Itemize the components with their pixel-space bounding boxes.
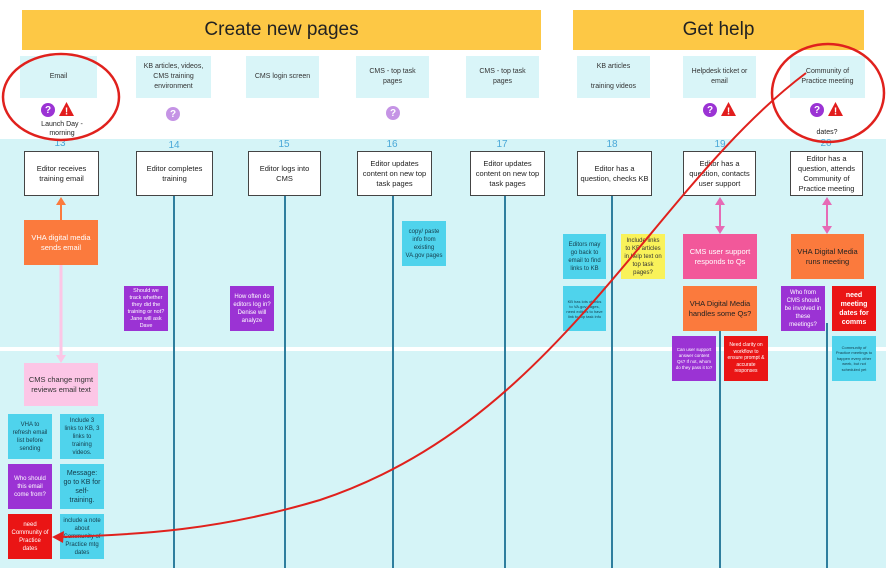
svg-text:!: ! [727,107,730,118]
sticky-need-clarity: Need clarity on workflow to ensure promp… [724,336,768,381]
svg-text:!: ! [834,107,837,118]
sticky-cms-change-mgmt: CMS change mgmt reviews email text [24,363,98,406]
step-number: 14 [168,140,180,151]
sticky-who-sends-email: Who should this email come from? [8,464,52,509]
step-editor-updates-content-1: Editor updates content on new top task p… [357,151,432,196]
step-editor-receives-email: Editor receives training email [24,151,99,196]
step-number: 18 [606,139,618,150]
step-number: 16 [386,139,398,150]
lane-line [611,196,613,568]
touchpoint-helpdesk: Helpdesk ticket or email [683,56,756,98]
sticky-copy-paste: copy/ paste info from existing VA.gov pa… [402,221,446,266]
step-number: 15 [278,139,290,150]
step-editor-contacts-support: Editor has a question, contacts user sup… [683,151,756,196]
arrowhead [715,226,725,234]
arrowhead [56,197,66,205]
sticky-message-kb: Message: go to KB for self-training. [60,464,104,509]
step-number: 20 [820,138,832,149]
step-number: 13 [54,138,66,149]
sticky-need-meeting-dates: need meeting dates for comms [832,286,876,331]
step-number: 19 [714,139,726,150]
annotation-circle-community [770,42,886,144]
warning-icon: ! [59,102,74,118]
sticky-user-support-question: Can user support answer content Qs? If n… [672,336,716,381]
header-create-new-pages: Create new pages [22,10,541,50]
step-editor-logs-in: Editor logs into CMS [248,151,321,196]
sticky-who-from-cms: Who from CMS should be involved in these… [781,286,825,331]
sticky-editors-email: Editors may go back to email to find lin… [563,234,606,279]
touchpoint-cms-top-task-2: CMS - top task pages [466,56,539,98]
sticky-vha-sends-email: VHA digital media sends email [24,220,98,265]
step-editor-checks-kb: Editor has a question, checks KB [577,151,652,196]
sticky-editors-log-in: How often do editors log in? Denise will… [230,286,274,331]
sticky-vha-refresh-list: VHA to refresh email list before sending [8,414,52,459]
lane-line [719,323,721,568]
sticky-track-training: Should we track whether they did the tra… [124,286,168,331]
sticky-include-links: Include 3 links to KB, 3 links to traini… [60,414,104,459]
sticky-cop-meetings: Community of Practice meetings to happen… [832,336,876,381]
question-icon: ? [810,103,824,117]
step-editor-updates-content-2: Editor updates content on new top task p… [470,151,545,196]
annotation-arrow [57,72,807,538]
step-editor-completes-training: Editor completes training [136,151,213,196]
question-icon: ? [41,103,55,117]
svg-text:!: ! [65,107,68,118]
arrowhead [822,226,832,234]
sticky-include-kb-help: Include links to KB articles in help tex… [621,234,665,279]
annotation-circle-email [1,52,121,142]
arrowhead [52,531,64,543]
arrowhead [56,355,66,363]
warning-icon: ! [721,102,736,118]
touchpoint-kb-videos: KB articles training videos [577,56,650,98]
header-get-help: Get help [573,10,864,50]
lane-line [392,196,394,568]
question-icon: ? [166,107,180,121]
sticky-vha-handles-qs: VHA Digital Media handles some Qs? [683,286,757,331]
sticky-vha-runs-meeting: VHA Digital Media runs meeting [791,234,864,279]
touchpoint-community-practice: Community of Practice meeting [790,56,865,98]
arrowhead [715,197,725,205]
arrowhead [822,197,832,205]
touchpoint-email: Email [20,56,97,98]
touchpoint-cms-top-task-1: CMS - top task pages [356,56,429,98]
touchpoint-kb-training: KB articles, videos, CMS training enviro… [136,56,211,98]
question-icon: ? [386,106,400,120]
sticky-need-cop-dates: need Community of Practice dates [8,514,52,559]
lane-line [826,323,828,568]
warning-icon: ! [828,102,843,118]
sticky-cms-user-support: CMS user support responds to Qs [683,234,757,279]
lane-line [504,196,506,568]
launch-day-note: Launch Day - morning [41,121,83,137]
step-editor-attends-meeting: Editor has a question, attends Community… [790,151,863,196]
step-number: 17 [496,139,508,150]
dates-note: dates? [816,129,838,136]
touchpoint-cms-login: CMS login screen [246,56,319,98]
lane-line [284,196,286,568]
question-icon: ? [703,103,717,117]
lane-line [173,196,175,568]
